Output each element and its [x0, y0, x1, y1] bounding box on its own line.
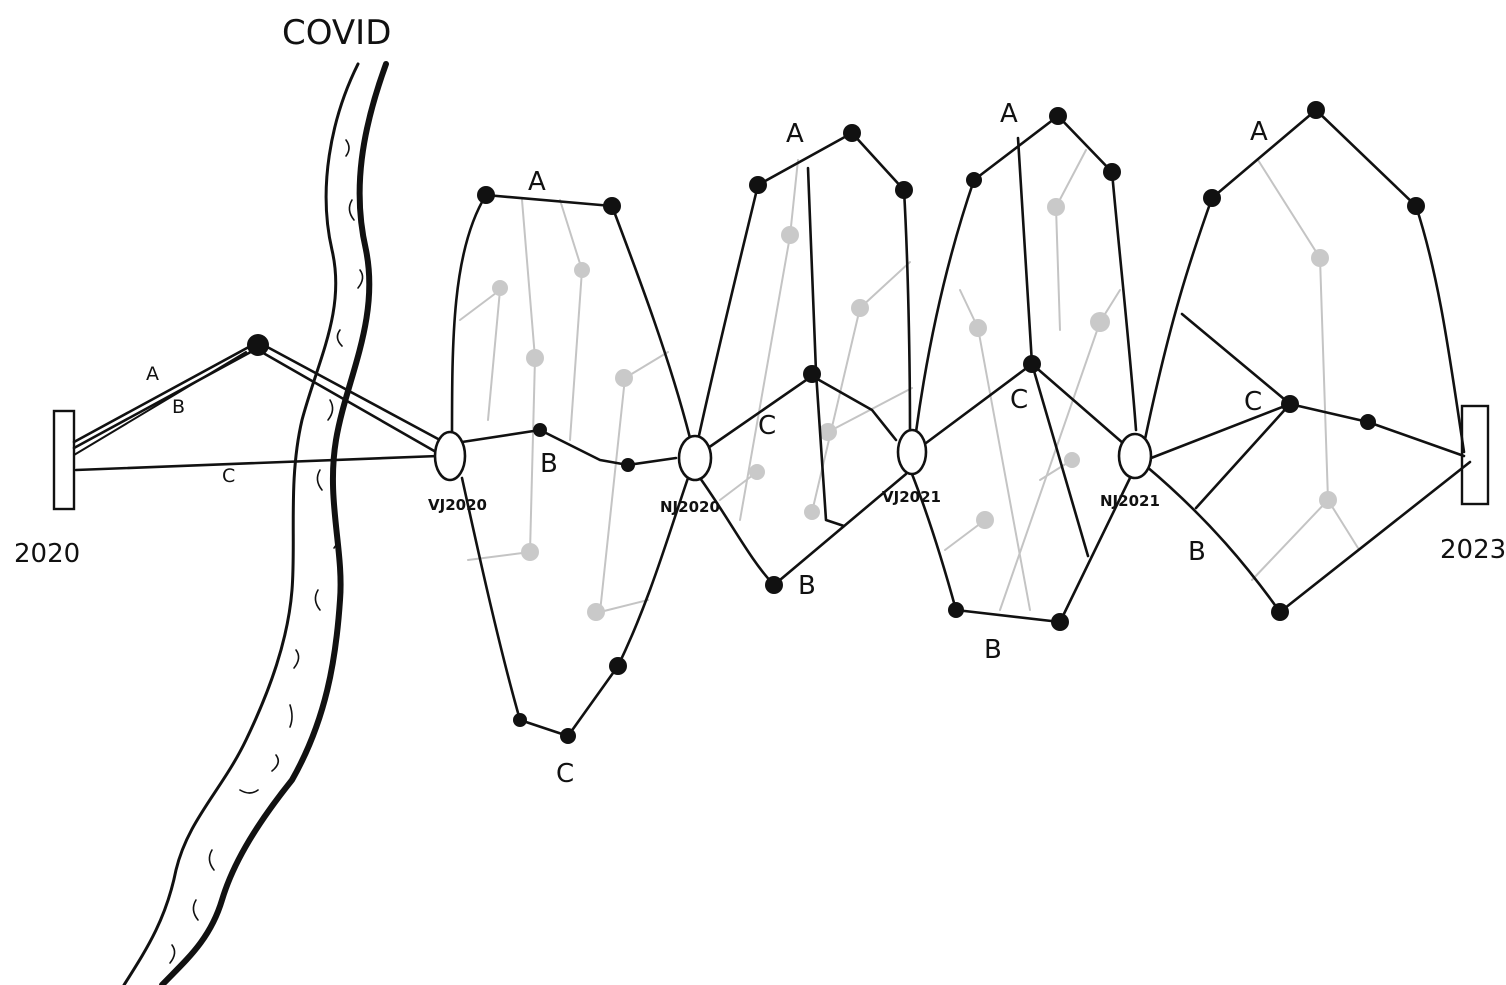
path-label-seg2-b: B [798, 571, 816, 601]
hubs [433, 428, 1153, 482]
hub-nj2020 [677, 434, 713, 482]
end-bar [1460, 404, 1490, 506]
path-label-seg1-a: A [528, 167, 546, 197]
start-year-label: 2020 [14, 539, 80, 569]
path-label-seg1-b: B [540, 449, 558, 479]
diagram-title: COVID [282, 13, 391, 53]
path-label-start-b: B [172, 396, 185, 418]
hub-label-nj2020: NJ2020 [660, 498, 720, 516]
path-label-seg3-c: C [1010, 385, 1028, 415]
covid-river [122, 61, 389, 985]
path-label-seg1-c: C [556, 759, 574, 789]
path-label-start-a: A [146, 363, 159, 385]
path-label-seg2-a: A [786, 119, 804, 149]
milestone-nodes [247, 101, 1425, 744]
path-label-seg3-b: B [984, 635, 1002, 665]
path-label-start-c: C [222, 465, 235, 487]
path-label-seg3-a: A [1000, 99, 1018, 129]
hub-label-vj2020: VJ2020 [428, 496, 487, 514]
hub-vj2020 [433, 430, 467, 482]
end-year-label: 2023 [1440, 535, 1506, 565]
hub-label-nj2021: NJ2021 [1100, 492, 1160, 510]
start-bar [52, 409, 76, 511]
path-label-seg4-a: A [1250, 117, 1268, 147]
ghost-network [459, 149, 1359, 621]
hub-nj2021 [1117, 432, 1153, 480]
path-label-seg2-c: C [758, 411, 776, 441]
hub-label-vj2021: VJ2021 [882, 488, 941, 506]
hub-vj2021 [896, 428, 928, 476]
path-label-seg4-b: B [1188, 537, 1206, 567]
path-label-seg4-c: C [1244, 387, 1262, 417]
